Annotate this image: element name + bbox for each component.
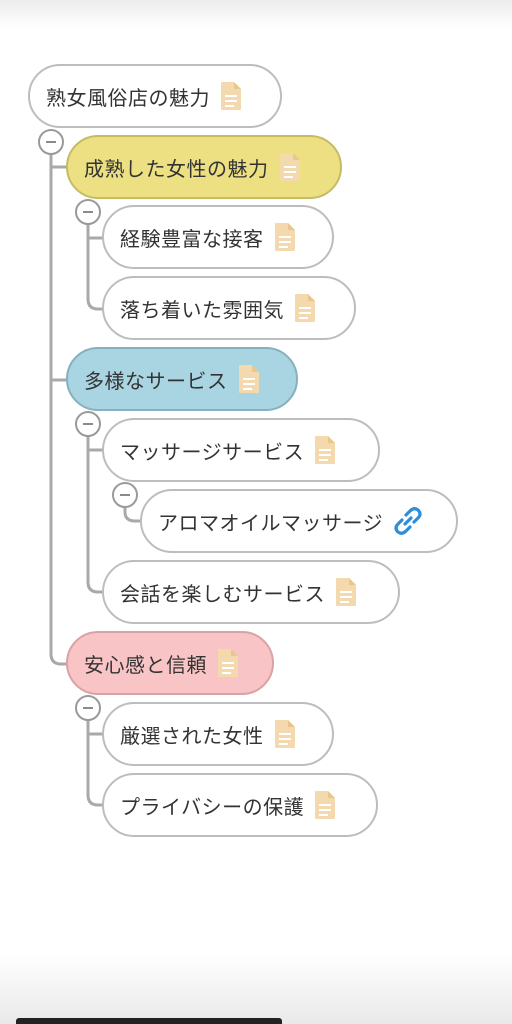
node-label: 経験豊富な接客 — [120, 226, 264, 251]
node-label: 成熟した女性の魅力 — [84, 156, 269, 181]
collapse-toggle-root[interactable] — [38, 129, 64, 155]
branch-node-mature-women[interactable]: 成熟した女性の魅力 — [66, 135, 342, 199]
collapse-toggle-massage[interactable] — [112, 482, 138, 508]
collapse-toggle-branch-2[interactable] — [75, 411, 101, 437]
link-icon[interactable] — [391, 504, 425, 538]
document-icon[interactable] — [238, 364, 260, 394]
node-label: 安心感と信頼 — [84, 652, 207, 677]
branch-node-trust-and-safety[interactable]: 安心感と信頼 — [66, 631, 274, 695]
leaf-node-calm-atmosphere[interactable]: 落ち着いた雰囲気 — [102, 276, 356, 340]
node-label: マッサージサービス — [120, 439, 305, 464]
leaf-node-selected-women[interactable]: 厳選された女性 — [102, 702, 334, 766]
collapse-toggle-branch-3[interactable] — [75, 695, 101, 721]
leaf-node-experienced-service[interactable]: 経験豊富な接客 — [102, 205, 334, 269]
document-icon[interactable] — [314, 435, 336, 465]
document-icon[interactable] — [274, 222, 296, 252]
node-label: アロマオイルマッサージ — [158, 510, 384, 535]
node-label: 多様なサービス — [84, 368, 228, 393]
home-indicator[interactable] — [16, 1018, 282, 1024]
leaf-node-massage-service[interactable]: マッサージサービス — [102, 418, 380, 482]
document-icon[interactable] — [217, 648, 239, 678]
leaf-node-conversation-service[interactable]: 会話を楽しむサービス — [102, 560, 400, 624]
document-icon[interactable] — [294, 293, 316, 323]
document-icon[interactable] — [274, 719, 296, 749]
leaf-node-aroma-oil-massage[interactable]: アロマオイルマッサージ — [140, 489, 458, 553]
node-label: 熟女風俗店の魅力 — [46, 85, 210, 110]
node-label: プライバシーの保護 — [120, 794, 305, 819]
document-icon[interactable] — [335, 577, 357, 607]
node-label: 会話を楽しむサービス — [120, 581, 325, 606]
document-icon[interactable] — [279, 152, 301, 182]
root-node[interactable]: 熟女風俗店の魅力 — [28, 64, 282, 128]
node-label: 落ち着いた雰囲気 — [120, 297, 284, 322]
top-fade — [0, 0, 512, 28]
node-label: 厳選された女性 — [120, 723, 264, 748]
branch-node-diverse-services[interactable]: 多様なサービス — [66, 347, 298, 411]
leaf-node-privacy-protection[interactable]: プライバシーの保護 — [102, 773, 378, 837]
bottom-fade — [0, 954, 512, 1024]
document-icon[interactable] — [220, 81, 242, 111]
collapse-toggle-branch-1[interactable] — [75, 199, 101, 225]
document-icon[interactable] — [314, 790, 336, 820]
